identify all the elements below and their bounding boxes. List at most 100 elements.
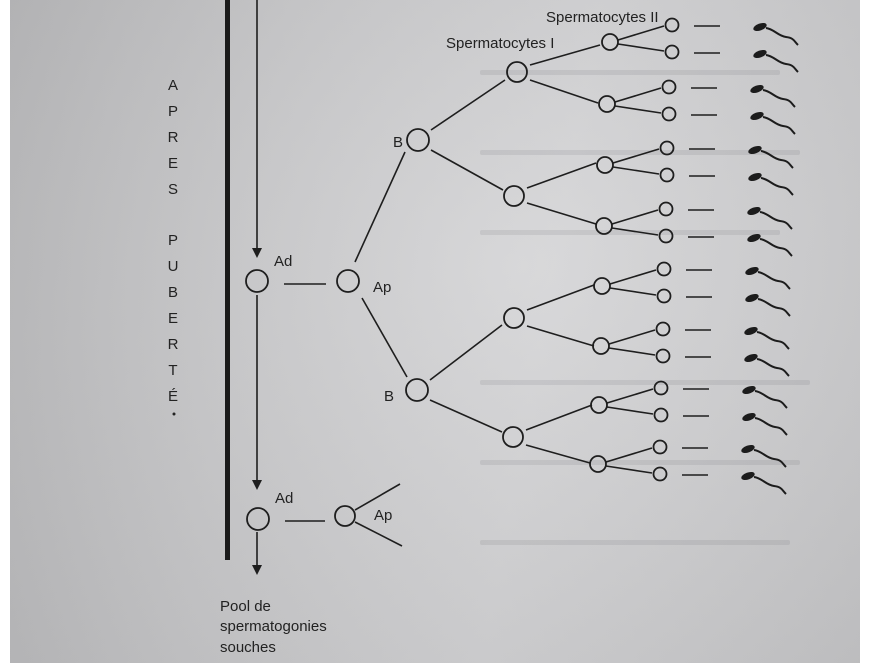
spermatid-cell	[664, 17, 680, 33]
right-margin	[860, 0, 882, 663]
spermatid-cell	[652, 439, 668, 455]
branch-spc2-spermatid	[606, 406, 654, 415]
side-letter: B	[168, 284, 178, 301]
branch-ap-lower-up	[354, 483, 401, 511]
branch-b-spc1	[429, 324, 503, 381]
pool-label-line1: Pool de	[220, 598, 271, 615]
pool-label-line2: spermatogonies	[220, 618, 327, 635]
spermatozoon-head	[748, 146, 762, 154]
side-letter: E	[168, 155, 178, 172]
bleed-through-line	[480, 230, 780, 235]
side-letter: E	[168, 310, 178, 327]
spermatocyte-i-cell	[503, 307, 525, 329]
spermatozoon-head	[742, 413, 756, 421]
spermatozoon-head	[750, 85, 764, 93]
spermatozoon-tail	[765, 27, 799, 46]
spermatid-cell	[659, 167, 675, 183]
branch-spc2-spermatid	[614, 87, 662, 103]
time-axis-bar	[225, 0, 230, 560]
branch-spc2-spermatid	[605, 447, 653, 463]
branch-spc2-spermatid	[612, 148, 660, 164]
branch-spc2-spermatid	[617, 25, 665, 41]
side-text-dot	[172, 412, 176, 416]
spermatocyte-i-cell	[503, 185, 525, 207]
bleed-through-line	[480, 380, 810, 385]
spermatozoon-tail	[753, 476, 787, 495]
side-letter: É	[168, 388, 178, 405]
branch-spc1-spc2	[526, 162, 597, 189]
spermatozoon-tail	[753, 449, 787, 468]
spermatozoon-head	[745, 267, 759, 275]
spermatozoon-head	[747, 234, 761, 242]
spermatid-cell	[653, 380, 669, 396]
branch-spc2-spermatid	[612, 166, 660, 175]
spermatozoon-tail	[760, 177, 794, 196]
branch-spc2-spermatid	[609, 269, 657, 285]
spermatozoon-head	[750, 112, 764, 120]
spermatozoon-head	[744, 354, 758, 362]
branch-spc2-spermatid	[611, 227, 659, 236]
branch-spc1-spc2	[526, 284, 595, 311]
spermatocyte-ii-cell	[589, 455, 607, 473]
branch-spc2-spermatid	[611, 209, 659, 225]
spermatozoon-tail	[757, 298, 791, 317]
spermatozoon-tail	[759, 238, 793, 257]
branch-spc1-spc2	[529, 44, 601, 66]
label-ad-lower: Ad	[275, 490, 293, 507]
spermatocyte-ii-cell	[592, 337, 610, 355]
ap-cell-upper	[336, 269, 360, 293]
branch-spc2-spermatid	[608, 329, 656, 345]
spermatocyte-ii-cell	[598, 95, 616, 113]
spermatocyte-i-cell	[502, 426, 524, 448]
branch-b-spc1	[430, 149, 504, 191]
side-letter: P	[168, 232, 178, 249]
spermatocyte-ii-cell	[596, 156, 614, 174]
branch-spc2-spermatid	[606, 388, 654, 404]
label-b-lower: B	[384, 388, 394, 405]
ad-cell-lower	[246, 507, 270, 531]
side-letter: U	[168, 258, 179, 275]
label-ad-upper: Ad	[274, 253, 292, 270]
spermatozoon-tail	[756, 358, 790, 377]
spermatocyte-ii-cell	[595, 217, 613, 235]
spermatozoon-tail	[754, 417, 788, 436]
b-cell-upper	[406, 128, 430, 152]
branch-spc1-spc2	[525, 404, 593, 431]
page-background	[10, 0, 860, 663]
label-spermatocytes-i: Spermatocytes I	[446, 35, 554, 52]
spermatid-cell	[652, 466, 668, 482]
branch-ap-b-upper	[354, 151, 406, 263]
spermatid-cell	[658, 201, 674, 217]
branch-spc2-spermatid	[614, 105, 662, 114]
pool-label-line3: souches	[220, 639, 276, 656]
spermatozoon-head	[753, 23, 767, 31]
spermatozoon-head	[741, 472, 755, 480]
spermatozoon-tail	[757, 271, 791, 290]
side-letter: S	[168, 181, 178, 198]
spermatocyte-ii-cell	[593, 277, 611, 295]
spermatid-cell	[659, 140, 675, 156]
branch-b-spc1	[430, 79, 506, 131]
spermatid-cell	[655, 348, 671, 364]
spermatozoon-head	[747, 207, 761, 215]
branch-ap-lower-down	[354, 521, 403, 547]
branch-b-spc1	[429, 399, 503, 433]
spermatozoon-head	[745, 294, 759, 302]
spermatozoon-head	[744, 327, 758, 335]
ap-cell-lower	[334, 505, 356, 527]
side-letter: A	[168, 77, 178, 94]
side-letter: T	[168, 362, 177, 379]
spermatozoon-tail	[762, 89, 796, 108]
bleed-through-line	[480, 460, 800, 465]
branch-ap-b-lower	[361, 297, 408, 378]
spermatid-cell	[653, 407, 669, 423]
spermatozoon-tail	[756, 331, 790, 350]
label-ap-lower: Ap	[374, 507, 392, 524]
left-margin	[0, 0, 10, 663]
spermatid-cell	[661, 79, 677, 95]
bleed-through-line	[480, 150, 800, 155]
spermatozoon-tail	[759, 211, 793, 230]
